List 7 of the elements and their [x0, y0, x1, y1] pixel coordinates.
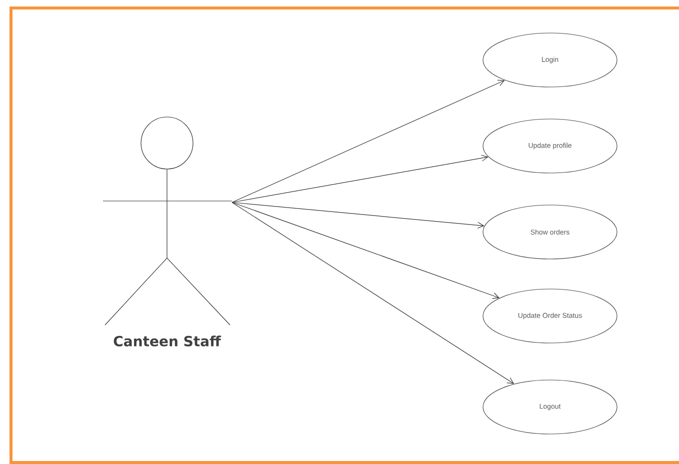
arrow [232, 154, 488, 203]
node-label: Canteen Staff [114, 336, 222, 346]
arrow [232, 80, 505, 203]
arrow [232, 202, 500, 299]
arrow [232, 202, 484, 229]
actor-figure: Canteen Staff [102, 116, 232, 346]
arrow [232, 202, 514, 384]
